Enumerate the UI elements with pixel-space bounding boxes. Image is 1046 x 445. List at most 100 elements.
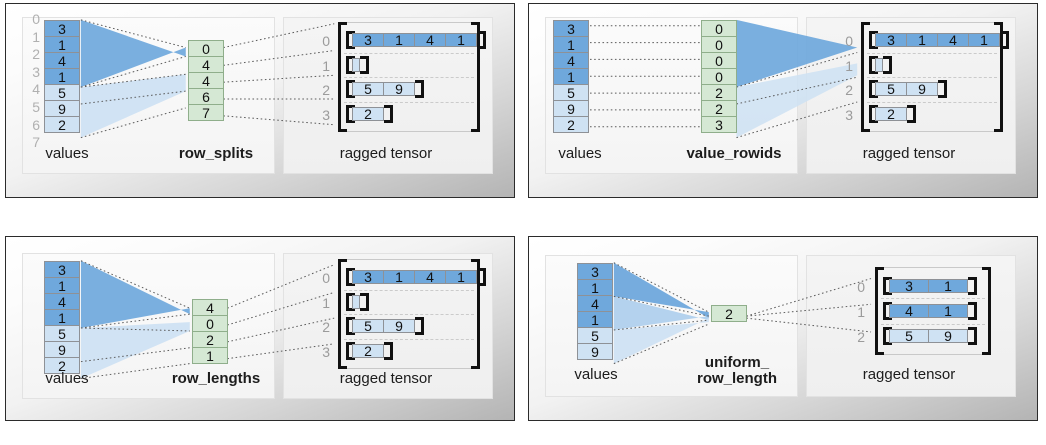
bracket-stem bbox=[421, 80, 424, 99]
ragged-row: 2 bbox=[875, 106, 907, 122]
bracket-stem bbox=[346, 80, 349, 99]
ragged-outer-bracket-left bbox=[861, 22, 870, 132]
ragged-row-bracket-left bbox=[869, 31, 878, 50]
value-cell: 5 bbox=[577, 327, 613, 344]
ragged-cell: 1 bbox=[906, 32, 938, 48]
ragged-row-bracket-left bbox=[346, 268, 355, 287]
ragged-row-bracket-left bbox=[346, 292, 355, 311]
ragged-row bbox=[352, 57, 360, 72]
values-caption: values bbox=[45, 370, 89, 387]
ragged-outer-frame bbox=[338, 259, 480, 369]
bracket-stem bbox=[988, 267, 991, 355]
bracket-stem bbox=[477, 259, 480, 369]
ragged-row-bracket-left bbox=[346, 341, 355, 360]
encoding-cell: 2 bbox=[711, 305, 747, 322]
ragged-row-index: 3 bbox=[322, 106, 330, 123]
value-cell: 1 bbox=[44, 309, 80, 326]
value-cell: 5 bbox=[44, 84, 80, 101]
bracket-stem bbox=[483, 31, 486, 50]
ragged-row-bracket-left bbox=[869, 55, 878, 74]
value-index-label: 7 bbox=[32, 134, 40, 151]
encoding-cell: 2 bbox=[701, 84, 737, 101]
value-cell: 4 bbox=[44, 52, 80, 69]
value-cell: 2 bbox=[44, 357, 80, 374]
ragged-cell: 5 bbox=[889, 328, 929, 344]
encoding-cell: 1 bbox=[192, 347, 228, 364]
encoding-cell: 3 bbox=[701, 116, 737, 133]
value-cell: 3 bbox=[577, 263, 613, 280]
ragged-tensor-caption: ragged tensor bbox=[339, 145, 433, 162]
ragged-row-bracket-right bbox=[384, 104, 393, 123]
bracket-stem bbox=[346, 268, 349, 287]
value-cell: 1 bbox=[553, 36, 589, 53]
encoding-cell: 0 bbox=[192, 315, 228, 332]
ragged-outer-frame bbox=[875, 267, 991, 355]
bracket-stem bbox=[869, 80, 872, 99]
ragged-cell: 9 bbox=[383, 318, 415, 334]
ragged-cell: 9 bbox=[906, 81, 938, 97]
ragged-row-bracket-left bbox=[883, 276, 892, 295]
ragged-row: 2 bbox=[352, 106, 384, 122]
value-cell: 9 bbox=[577, 343, 613, 360]
ragged-row-bracket-right bbox=[415, 80, 424, 99]
ragged-outer-bracket-left bbox=[338, 22, 347, 132]
ragged-row-index: 0 bbox=[845, 33, 853, 50]
bracket-stem bbox=[913, 104, 916, 123]
value-cell: 2 bbox=[553, 116, 589, 133]
ragged-row-bracket-right bbox=[360, 55, 369, 74]
bracket-stem bbox=[390, 341, 393, 360]
ragged-cell: 1 bbox=[445, 269, 477, 285]
ragged-cell: 1 bbox=[928, 303, 968, 319]
ragged-outer-bracket-left bbox=[875, 267, 884, 355]
ragged-row-bracket-left bbox=[883, 327, 892, 346]
ragged-cell: 9 bbox=[383, 81, 415, 97]
ragged-cell: 1 bbox=[383, 269, 415, 285]
bracket-stem bbox=[390, 104, 393, 123]
encoding-caption: row_lengths bbox=[171, 370, 261, 387]
bracket-stem bbox=[869, 104, 872, 123]
bracket-stem bbox=[483, 268, 486, 287]
ragged-cell: 2 bbox=[352, 343, 384, 359]
ragged-row-index: 0 bbox=[322, 270, 330, 287]
value-index-label: 0 bbox=[32, 11, 40, 27]
value-index-label: 3 bbox=[32, 63, 40, 80]
ragged-outer-bracket-right bbox=[471, 22, 480, 132]
value-cell: 1 bbox=[44, 68, 80, 85]
ragged-row-index: 0 bbox=[322, 33, 330, 50]
ragged-cell: 1 bbox=[968, 32, 1000, 48]
row-separator bbox=[344, 77, 474, 78]
row-separator bbox=[867, 52, 997, 54]
ragged-row-index: 1 bbox=[322, 294, 330, 311]
encoding-cell: 0 bbox=[701, 52, 737, 69]
bracket-stem bbox=[875, 267, 878, 355]
bracket-stem bbox=[869, 31, 872, 50]
value-cell: 4 bbox=[553, 52, 589, 69]
ragged-row-index: 3 bbox=[845, 106, 853, 123]
encoding-cell: 0 bbox=[701, 20, 737, 37]
ragged-row-bracket-right bbox=[968, 302, 977, 320]
row-separator bbox=[867, 101, 997, 103]
bracket-stem bbox=[346, 31, 349, 50]
value-index-label: 4 bbox=[32, 81, 40, 98]
ragged-cell: 3 bbox=[352, 269, 384, 285]
ragged-row-index: 3 bbox=[322, 343, 330, 360]
value-cell: 3 bbox=[44, 20, 80, 37]
bracket-stem bbox=[477, 22, 480, 132]
ragged-row-index: 0 bbox=[857, 278, 865, 295]
value-cell: 5 bbox=[44, 325, 80, 342]
ragged-row-bracket-right bbox=[968, 276, 977, 295]
encoding-cell: 4 bbox=[192, 299, 228, 316]
ragged-row-bracket-right bbox=[477, 268, 486, 287]
ragged-empty-cell bbox=[352, 294, 360, 309]
